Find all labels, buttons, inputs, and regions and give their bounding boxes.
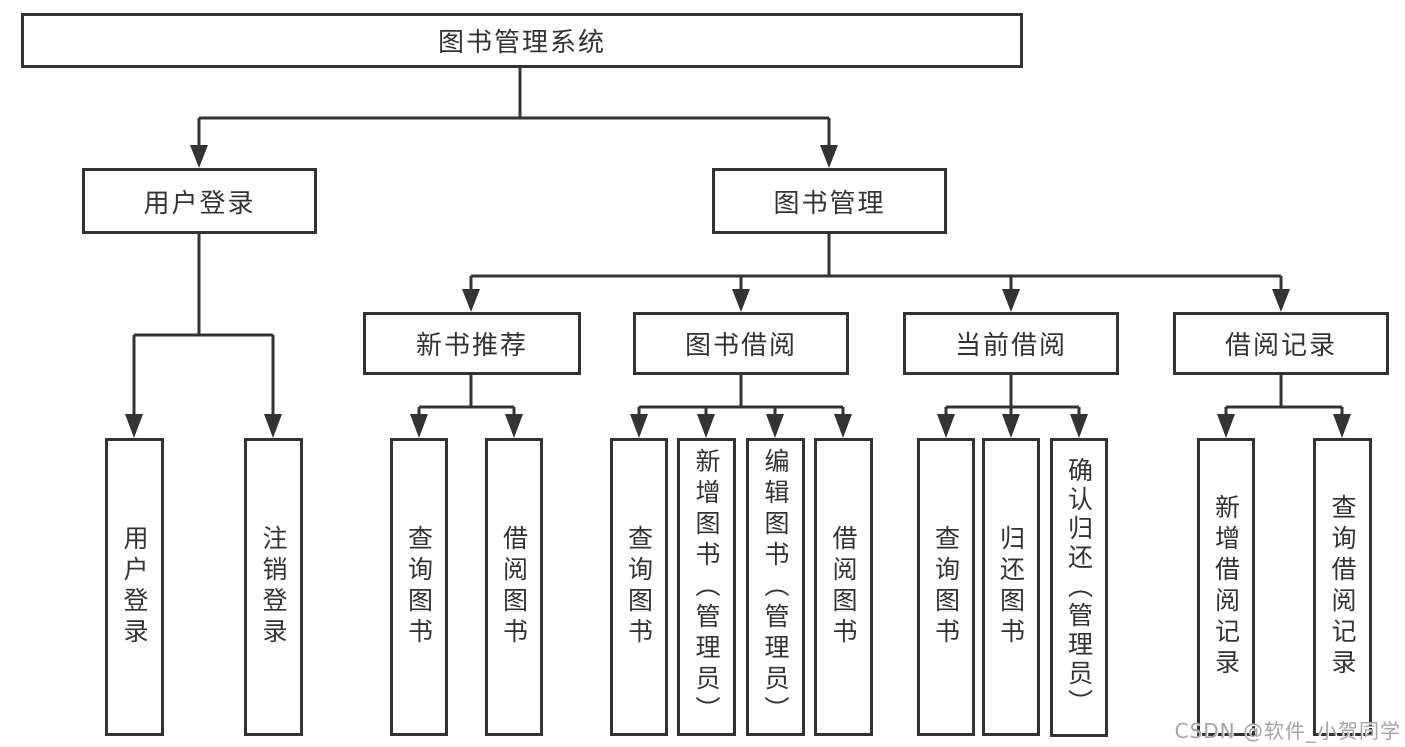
leaf-br-add-record: 新增借阅记录	[1197, 438, 1255, 736]
node-borrowing-records: 借阅记录	[1173, 312, 1389, 375]
leaf-cb-query-books: 查询图书	[917, 438, 975, 736]
leaf-bb-add-books-admin: 新增图书（管理员）	[677, 438, 736, 736]
leaf-logout: 注销登录	[244, 438, 303, 736]
leaf-nbr-borrow-books: 借阅图书	[485, 438, 543, 736]
node-book-borrowing: 图书借阅	[633, 312, 849, 375]
leaf-bb-edit-books-admin: 编辑图书（管理员）	[746, 438, 805, 736]
arrowheads	[125, 145, 1351, 438]
leaf-br-query-record: 查询借阅记录	[1313, 438, 1372, 736]
leaf-cb-return-books: 归还图书	[982, 438, 1040, 736]
node-new-book-recommend: 新书推荐	[363, 312, 581, 375]
watermark: CSDN @软件_小贺同学	[1174, 719, 1401, 743]
leaf-bb-borrow-books: 借阅图书	[814, 438, 873, 736]
node-root: 图书管理系统	[21, 13, 1023, 68]
leaf-nbr-query-books: 查询图书	[390, 438, 448, 736]
leaf-user-login: 用户登录	[105, 438, 164, 736]
leaf-cb-confirm-return-admin: 确认归还（管理员）	[1050, 438, 1108, 737]
node-user-login: 用户登录	[82, 168, 317, 234]
node-book-management: 图书管理	[712, 168, 947, 234]
node-current-borrowing: 当前借阅	[903, 312, 1119, 375]
leaf-bb-query-books: 查询图书	[610, 438, 668, 736]
